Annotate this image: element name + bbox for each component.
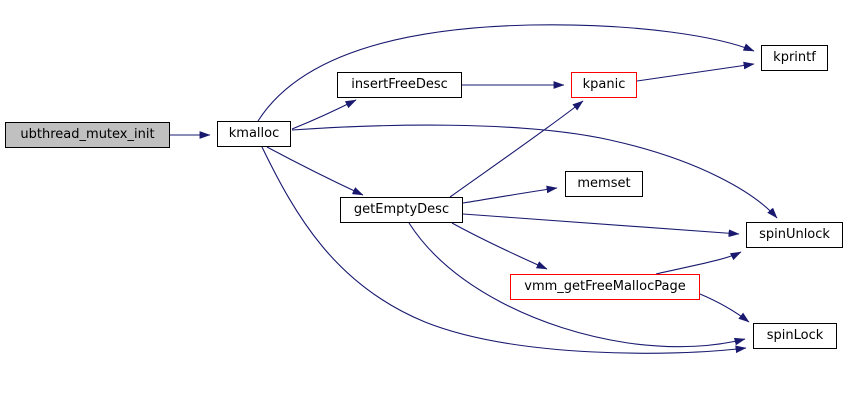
edge-vmm_getFreeMallocPage-spinLock bbox=[699, 293, 750, 323]
node-spinLock[interactable]: spinLock bbox=[753, 323, 837, 349]
edge-kmalloc-spinUnlock bbox=[291, 124, 778, 219]
edge-vmm_getFreeMallocPage-spinUnlock bbox=[655, 251, 742, 275]
node-vmm_getFreeMallocPage[interactable]: vmm_getFreeMallocPage bbox=[510, 274, 700, 300]
node-memset[interactable]: memset bbox=[565, 171, 643, 197]
edge-kmalloc-insertFreeDesc bbox=[291, 99, 357, 130]
node-insertFreeDesc[interactable]: insertFreeDesc bbox=[337, 72, 462, 98]
edge-kmalloc-spinLock bbox=[261, 146, 747, 354]
edge-kmalloc-kprintf bbox=[257, 24, 755, 122]
edge-getEmptyDesc-memset bbox=[462, 185, 558, 204]
node-ubthread_mutex_init: ubthread_mutex_init bbox=[5, 122, 170, 148]
edge-kmalloc-getEmptyDesc bbox=[266, 146, 364, 196]
edge-getEmptyDesc-vmm_getFreeMallocPage bbox=[451, 222, 548, 270]
node-kmalloc[interactable]: kmalloc bbox=[217, 121, 291, 147]
node-kprintf[interactable]: kprintf bbox=[761, 45, 828, 71]
node-kpanic[interactable]: kpanic bbox=[571, 72, 637, 98]
edge-getEmptyDesc-kpanic bbox=[449, 100, 584, 198]
edge-kpanic-kprintf bbox=[636, 61, 755, 82]
node-getEmptyDesc[interactable]: getEmptyDesc bbox=[340, 197, 463, 223]
edge-getEmptyDesc-spinLock bbox=[408, 222, 746, 348]
node-spinUnlock[interactable]: spinUnlock bbox=[746, 222, 843, 248]
edge-getEmptyDesc-spinUnlock bbox=[462, 213, 740, 238]
